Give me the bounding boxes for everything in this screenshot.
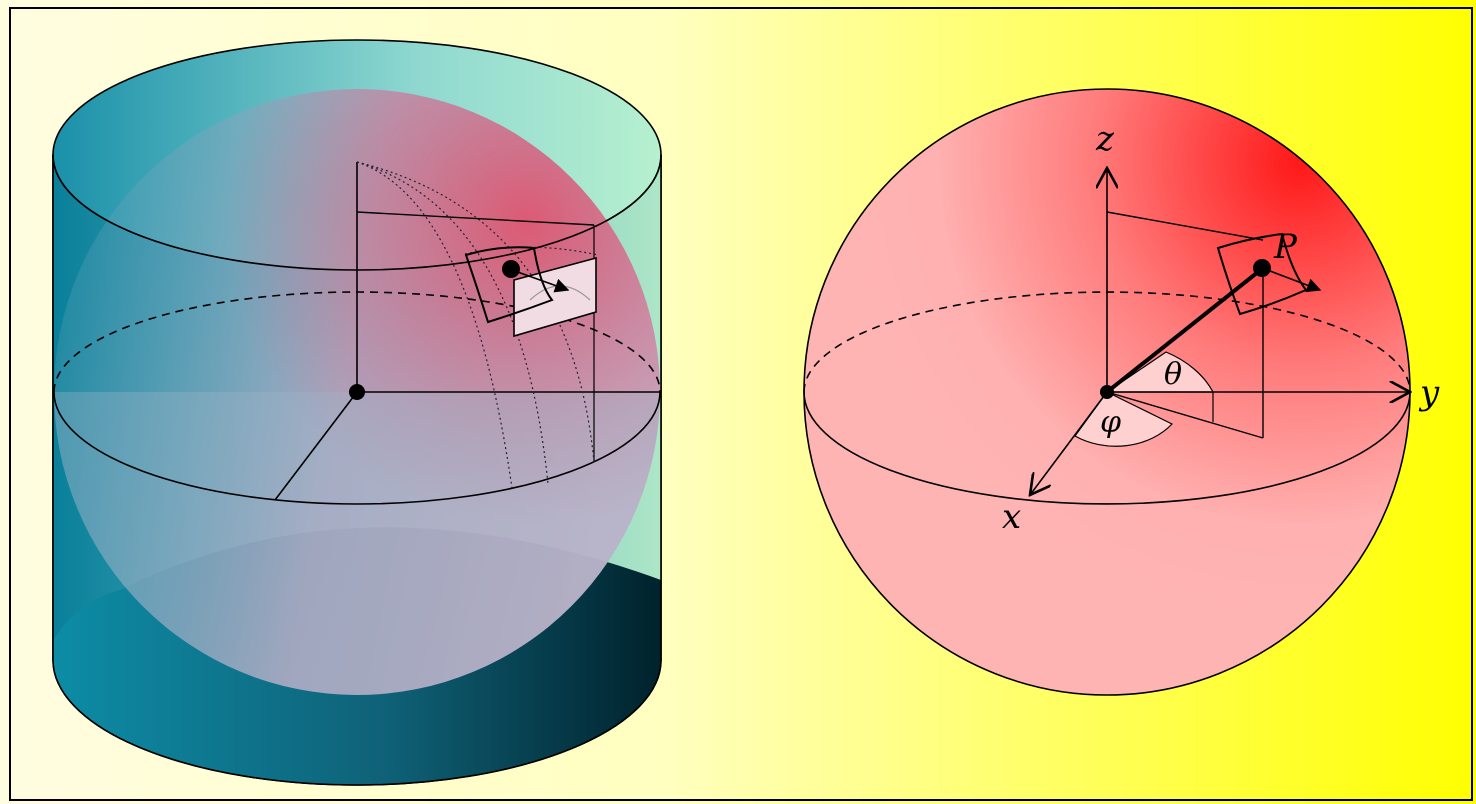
left-equator-front	[53, 391, 661, 505]
cylinder-projection-figure	[52, 39, 662, 786]
left-axis-diagonal	[274, 391, 358, 501]
y-axis-label: y	[1418, 373, 1440, 413]
left-meridian-3	[356, 161, 595, 463]
phi-label: φ	[1100, 405, 1121, 440]
point-p-label: P	[1273, 227, 1298, 267]
z-axis-label: z	[1095, 119, 1115, 159]
frame-border	[9, 7, 1473, 801]
right-equator-front	[803, 391, 1411, 505]
theta-angle-wedge	[1105, 351, 1215, 393]
theta-label: θ	[1164, 357, 1182, 392]
left-point	[502, 260, 520, 278]
right-construction-base	[1106, 391, 1264, 439]
left-vector-arrow	[511, 269, 570, 293]
left-center-point	[349, 384, 365, 400]
x-axis	[1030, 391, 1108, 495]
spherical-coordinates-figure: z y x P θ φ	[803, 88, 1440, 696]
left-construction-line	[356, 211, 595, 226]
cylinder-bottom-edge	[52, 659, 662, 786]
right-construction-top	[1106, 211, 1264, 241]
point-p	[1253, 259, 1271, 277]
radius-vector	[1105, 266, 1265, 394]
left-meridian-2	[356, 161, 549, 485]
phi-angle-wedge	[1074, 391, 1173, 447]
right-center-point	[1100, 385, 1114, 399]
x-axis-label: x	[1002, 497, 1021, 537]
left-sphere-patch	[464, 246, 554, 324]
right-tangent-arrow	[1261, 267, 1322, 293]
